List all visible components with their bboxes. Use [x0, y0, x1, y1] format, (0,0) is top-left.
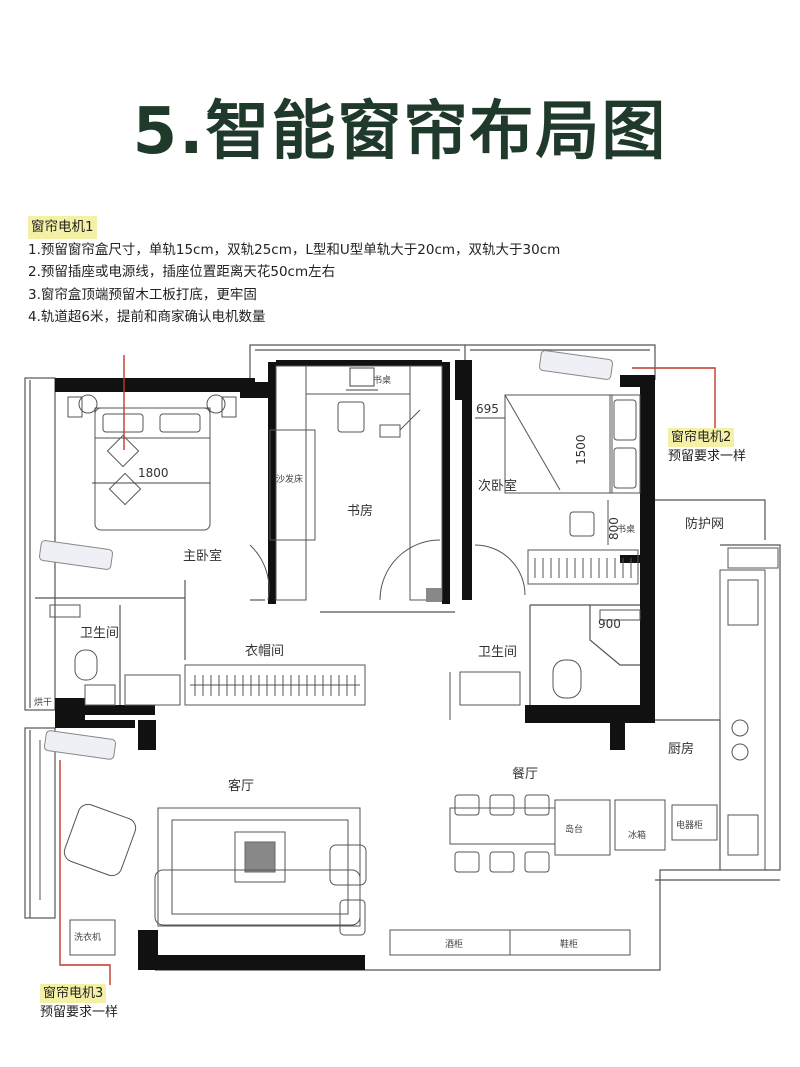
note-line-2: 2.预留插座或电源线，插座位置距离天花50cm左右: [28, 264, 336, 280]
room-closet: 衣帽间: [245, 643, 284, 659]
room-study: 书房: [347, 503, 373, 519]
note-line-3: 3.窗帘盒顶端预留木工板打底，更牢固: [28, 286, 257, 303]
label-island: 岛台: [565, 823, 583, 835]
room-guard: 防护网: [685, 516, 724, 532]
curtain-motor-icon: [38, 350, 614, 760]
notes-block: 窗帘电机1 1.预留窗帘盒尺寸，单轨15cm，双轨25cm，L型和U型单轨大于2…: [28, 216, 788, 329]
page-title: 5.智能窗帘布局图: [132, 95, 668, 169]
room-kitchen: 厨房: [668, 741, 694, 757]
floor-plan: 1800 695 1500 800: [24, 344, 781, 985]
laptop-icon: [346, 367, 378, 391]
notes-heading: 窗帘电机1: [28, 216, 97, 239]
label-washer: 洗衣机: [74, 931, 101, 943]
chair-icon: [454, 794, 480, 816]
dim-bed-second-l: 1500: [574, 434, 588, 465]
label-dryer: 烘干: [34, 696, 52, 708]
dim-desk-800: 800: [607, 517, 621, 540]
label-desk2: 书桌: [617, 523, 635, 535]
note-line-1: 1.预留窗帘盒尺寸，单轨15cm，双轨25cm，L型和U型单轨大于20cm，双轨…: [28, 241, 561, 258]
stove-icon: [731, 719, 749, 737]
room-dining: 餐厅: [512, 766, 538, 782]
callout-motor3: 窗帘电机3 预留要求一样: [40, 984, 118, 1022]
dim-wash-900: 900: [598, 617, 621, 631]
chair-icon: [489, 851, 515, 873]
chair-icon: [454, 851, 480, 873]
toilet-icon: [74, 649, 98, 681]
callout-motor2: 窗帘电机2 预留要求一样: [668, 428, 746, 466]
callout-motor2-label: 窗帘电机2: [668, 428, 735, 447]
label-fridge: 冰箱: [628, 829, 646, 841]
room-living: 客厅: [228, 778, 254, 794]
note-line-4: 4.轨道超6米，提前和商家确认电机数量: [28, 309, 266, 325]
room-bath2: 卫生间: [478, 645, 517, 660]
label-appliance: 电器柜: [676, 819, 703, 831]
room-bath1: 卫生间: [80, 626, 119, 641]
sink-icon: [124, 674, 181, 706]
room-master: 主卧室: [183, 548, 222, 564]
chair-icon: [489, 794, 515, 816]
chair-icon: [524, 794, 550, 816]
callout-motor3-label: 窗帘电机3: [40, 984, 107, 1003]
sofa-icon: [63, 803, 137, 877]
hatch-column: [426, 588, 442, 602]
bed-icon: [67, 394, 237, 531]
callout-motor3-text: 预留要求一样: [40, 1005, 119, 1020]
dim-bed-second-w: 695: [476, 402, 499, 416]
callout-motor2-text: 预留要求一样: [668, 449, 747, 464]
label-wine: 酒柜: [445, 938, 463, 950]
label-shoe: 鞋柜: [560, 938, 578, 950]
chair-icon: [524, 851, 550, 873]
label-sofa-bed: 沙发床: [276, 473, 303, 485]
label-desk1: 书桌: [373, 374, 391, 386]
dim-bed-master: 1800: [138, 466, 169, 480]
sink-icon: [727, 579, 759, 626]
room-second: 次卧室: [478, 478, 517, 494]
